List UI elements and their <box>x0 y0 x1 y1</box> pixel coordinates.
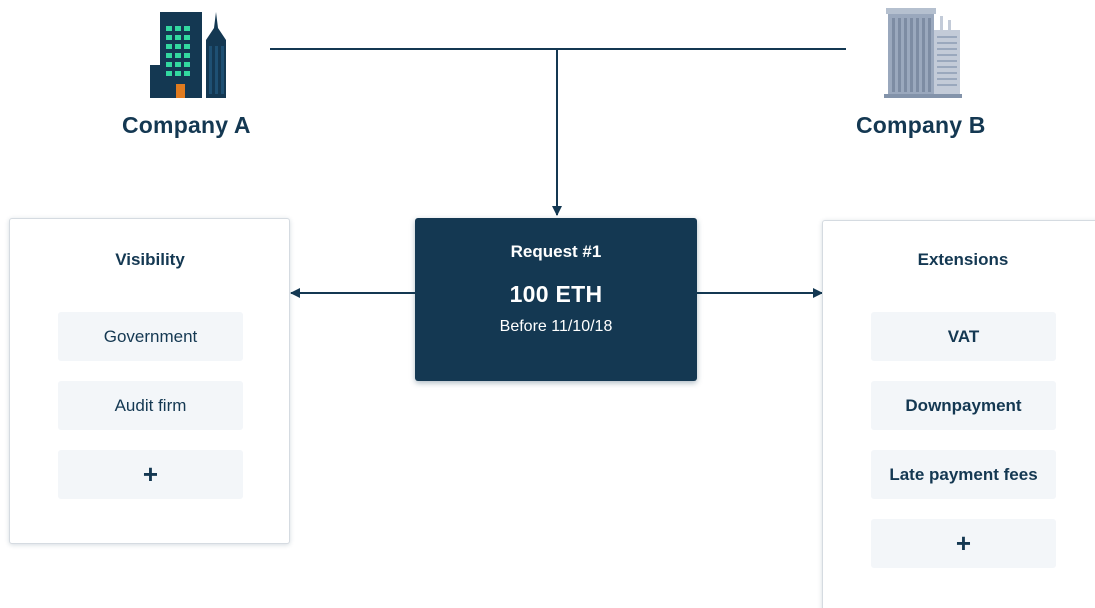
extension-item-vat[interactable]: VAT <box>871 312 1056 361</box>
office-building-icon <box>150 12 226 98</box>
add-visibility-button[interactable]: + <box>58 450 243 499</box>
skyscraper-icon <box>884 8 962 98</box>
extensions-panel: Extensions VAT Downpayment Late payment … <box>822 220 1095 608</box>
extensions-title: Extensions <box>917 250 1009 269</box>
visibility-panel: Visibility Government Audit firm + <box>9 218 290 544</box>
extension-item-late-payment-fees[interactable]: Late payment fees <box>871 450 1056 499</box>
request-card[interactable]: Request #1 100 ETH Before 11/10/18 <box>415 218 697 381</box>
visibility-item-audit-firm[interactable]: Audit firm <box>58 381 243 430</box>
company-b-label: Company B <box>856 112 986 138</box>
request-amount: 100 ETH <box>509 281 603 307</box>
visibility-title: Visibility <box>115 250 185 269</box>
extension-item-downpayment[interactable]: Downpayment <box>871 381 1056 430</box>
request-title: Request #1 <box>510 242 602 261</box>
visibility-item-government[interactable]: Government <box>58 312 243 361</box>
add-extension-button[interactable]: + <box>871 519 1056 568</box>
company-a-label: Company A <box>122 112 251 138</box>
request-deadline: Before 11/10/18 <box>499 318 613 335</box>
